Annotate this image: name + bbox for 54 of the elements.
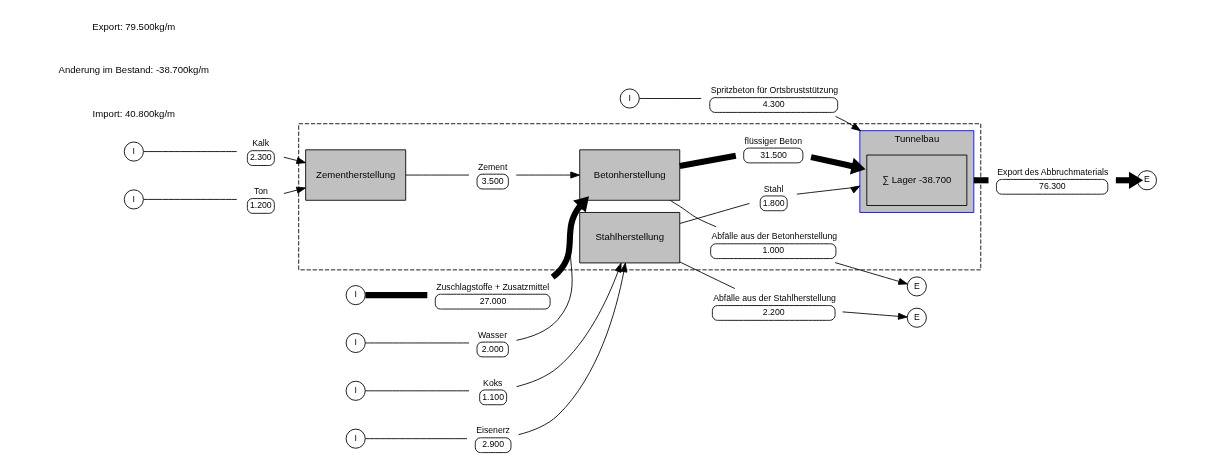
- connector: [365, 438, 468, 440]
- node-box: Zementherstellung: [305, 149, 407, 201]
- node-circle: I: [345, 428, 366, 449]
- arrow: [842, 311, 908, 320]
- node-box: Stahlherstellung: [579, 212, 681, 264]
- node-box: Betonherstellung: [579, 149, 681, 201]
- node-label: Stahl: [763, 183, 784, 194]
- node-label: Abfälle aus der Betonherstellung: [711, 231, 838, 242]
- node-circle: I: [345, 332, 366, 353]
- node-circle: I: [619, 88, 640, 109]
- arrow: [518, 262, 628, 436]
- connector: [143, 151, 238, 152]
- label: Export: 79.500kg/m: [92, 20, 176, 32]
- arrow: [516, 262, 622, 388]
- arrow: [810, 154, 866, 175]
- node-circle: I: [345, 285, 366, 306]
- node-label: Ton: [253, 186, 268, 197]
- connector: [365, 342, 470, 344]
- connector: [365, 292, 428, 299]
- node-circle: I: [123, 141, 144, 162]
- connector: [679, 152, 737, 169]
- node-label: Wasser: [477, 329, 508, 340]
- connector: [973, 177, 989, 184]
- arrow: [834, 262, 908, 285]
- node-label: Spritzbeton für Ortsbruststützung: [710, 85, 839, 96]
- connector: [669, 199, 717, 228]
- arrow: [550, 196, 589, 280]
- node-circle: I: [345, 380, 366, 401]
- node-box: ∑ Lager -38.700: [866, 154, 968, 206]
- arrow: [283, 156, 306, 164]
- connector: [679, 261, 736, 289]
- arrow: [515, 171, 580, 179]
- node-label: Abfälle aus der Stahlherstellung: [713, 293, 836, 304]
- node-label: flüssiger Beton: [744, 135, 803, 146]
- node-circle: E: [906, 307, 927, 328]
- node-circle: E: [906, 276, 927, 297]
- label: Import: 40.800kg/m: [92, 107, 176, 119]
- node-label: Export des Abbruchmaterials: [997, 167, 1109, 178]
- connector: [143, 199, 238, 200]
- connector: [365, 390, 470, 392]
- connector: [679, 202, 750, 224]
- label: Anderung im Bestand: -38.700kg/m: [58, 64, 210, 76]
- node-label: Zement: [477, 161, 508, 172]
- arrow: [283, 186, 306, 194]
- node-label: Kalk: [252, 138, 270, 149]
- arrow: [835, 115, 861, 132]
- node-label: Eisenerz: [476, 425, 510, 436]
- node-label: Koks: [483, 377, 503, 388]
- node-circle: I: [123, 189, 144, 210]
- arrow: [796, 185, 861, 195]
- connector: [639, 98, 702, 99]
- node-circle: E: [1136, 170, 1157, 191]
- node-label: Zuschlagstoffe + Zusatzmittel: [436, 281, 550, 292]
- connector: [405, 174, 470, 176]
